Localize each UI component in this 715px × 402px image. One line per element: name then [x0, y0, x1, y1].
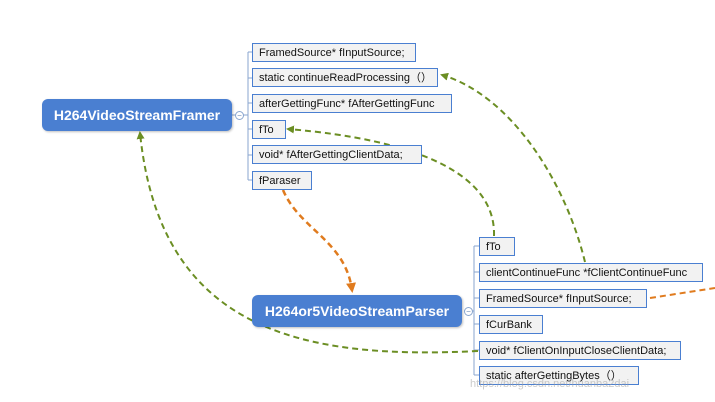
parser-field-label: void* fClientOnInputCloseClientData;: [486, 345, 667, 357]
parser-field-client-continue-func[interactable]: clientContinueFunc *fClientContinueFunc: [479, 263, 703, 282]
framer-field-label: void* fAfterGettingClientData;: [259, 149, 403, 161]
parser-field-close-client-data[interactable]: void* fClientOnInputCloseClientData;: [479, 341, 681, 360]
parser-field-cur-bank[interactable]: fCurBank: [479, 315, 543, 334]
arrow-input-source-out: [649, 287, 715, 299]
framer-field-continue-read[interactable]: static continueReadProcessing（）: [252, 68, 438, 87]
framer-field-label: FramedSource* fInputSource;: [259, 47, 405, 59]
framer-collapse-icon[interactable]: −: [235, 111, 244, 120]
arrow-fto-link: [286, 125, 496, 237]
parser-field-label: static afterGettingBytes（）: [486, 370, 622, 382]
arrow-continue-link: [440, 72, 586, 263]
parser-field-label: clientContinueFunc *fClientContinueFunc: [486, 267, 688, 279]
framer-field-parser[interactable]: fParaser: [252, 171, 312, 190]
framer-field-label: afterGettingFunc* fAfterGettingFunc: [259, 98, 435, 110]
parser-node[interactable]: H264or5VideoStreamParser: [252, 295, 462, 327]
framer-field-client-data[interactable]: void* fAfterGettingClientData;: [252, 145, 422, 164]
parser-field-after-getting-bytes[interactable]: static afterGettingBytes（）: [479, 366, 639, 385]
arrow-close-client-link: [136, 131, 479, 354]
framer-node-title: H264VideoStreamFramer: [53, 107, 221, 123]
framer-field-input-source[interactable]: FramedSource* fInputSource;: [252, 43, 416, 62]
parser-node-title: H264or5VideoStreamParser: [264, 303, 450, 319]
framer-field-fto[interactable]: fTo: [252, 120, 286, 139]
arrow-parser-link: [281, 189, 356, 293]
parser-field-input-source[interactable]: FramedSource* fInputSource;: [479, 289, 647, 308]
framer-field-label: fTo: [259, 124, 274, 136]
parser-collapse-icon[interactable]: −: [464, 307, 473, 316]
parser-field-fto[interactable]: fTo: [479, 237, 515, 256]
framer-field-after-getting-func[interactable]: afterGettingFunc* fAfterGettingFunc: [252, 94, 452, 113]
framer-node[interactable]: H264VideoStreamFramer: [42, 99, 232, 131]
parser-field-label: FramedSource* fInputSource;: [486, 293, 632, 305]
watermark: https://blog.csdn.net/huanba2dai: [470, 378, 630, 390]
parser-bracket: [464, 245, 479, 376]
parser-field-label: fTo: [486, 241, 501, 253]
framer-field-label: fParaser: [259, 175, 301, 187]
framer-field-label: static continueReadProcessing（）: [259, 72, 433, 84]
framer-bracket: [232, 51, 252, 181]
parser-field-label: fCurBank: [486, 319, 532, 331]
